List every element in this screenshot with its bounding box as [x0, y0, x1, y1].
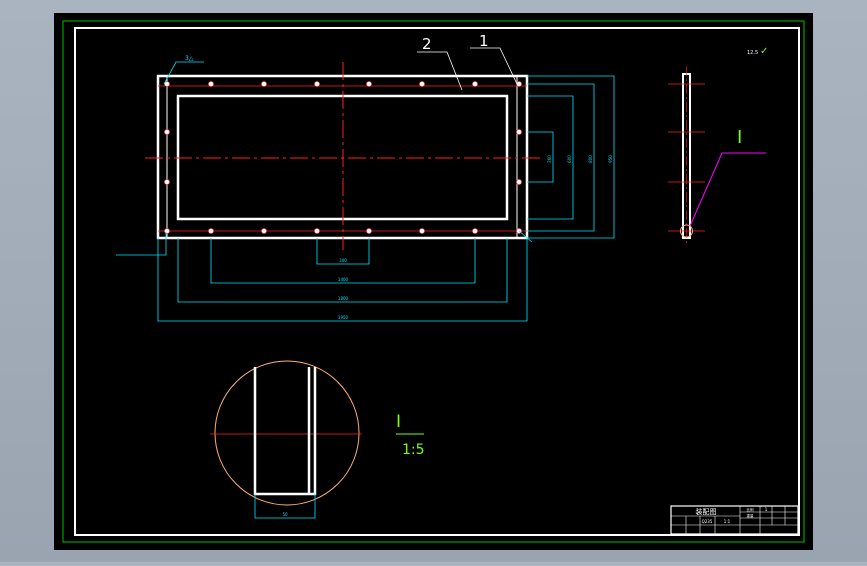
dim-line-span	[210, 238, 476, 284]
dim-text-right-1: 360	[547, 155, 552, 163]
bolt-hole	[208, 81, 214, 87]
bolt-hole	[516, 129, 522, 135]
detail-scale: 1:5	[402, 442, 425, 458]
detail-view-label: I	[396, 412, 401, 432]
front-view: 300 1400 1800 1950 360 600 800 950 2 1	[116, 32, 615, 322]
dim-text-overall: 1950	[338, 315, 349, 320]
tb-extra-3: 重量	[747, 513, 755, 518]
weld-leader-bottom	[116, 232, 167, 256]
leader-part-2	[417, 51, 463, 91]
weld-leader-right	[518, 230, 533, 243]
bolt-hole	[516, 179, 522, 185]
dim-line-overall	[157, 238, 528, 322]
tb-scale-text: 1:1	[724, 519, 731, 524]
dim-text-right-3: 800	[588, 155, 593, 163]
bolt-hole	[472, 81, 478, 87]
leader-part-1	[470, 47, 518, 85]
detail-circle-marker	[680, 224, 693, 238]
detail-leader	[689, 152, 766, 227]
dim-line-inner	[177, 238, 508, 303]
dim-line-right-4	[527, 75, 615, 239]
dim-text-inner: 1800	[338, 296, 349, 301]
bolt-hole	[516, 81, 522, 87]
weld-leader-top	[163, 61, 204, 85]
dim-line-right-3	[527, 83, 595, 232]
detail-channel	[253, 367, 317, 496]
dim-line-right-2	[527, 95, 574, 220]
detail-label: I	[737, 127, 742, 148]
drawing-sheet	[54, 13, 813, 550]
bolt-hole	[164, 129, 170, 135]
side-view: I	[668, 66, 766, 246]
tb-extra-1: 1	[765, 507, 768, 512]
bolt-hole	[419, 81, 425, 87]
balloon-part-2: 2	[422, 35, 432, 53]
tb-extra-2: 比例	[747, 507, 755, 512]
bolt-hole	[164, 228, 170, 234]
tb-material: Q235	[702, 519, 713, 524]
tb-title: 装配图	[696, 507, 717, 516]
detail-boundary-circle	[214, 360, 360, 506]
inner-border	[74, 27, 800, 536]
dim-text-right-4: 950	[608, 155, 613, 163]
title-block-frame	[670, 505, 799, 535]
detail-view: 50 I 1:5	[210, 360, 425, 519]
outer-border	[62, 20, 805, 543]
dim-line-right-1	[527, 131, 554, 183]
bolt-hole	[419, 228, 425, 234]
dim-text-span: 1400	[338, 277, 349, 282]
roughness-symbol-icon: ✓	[760, 46, 768, 57]
bolt-hole	[366, 228, 372, 234]
bolt-hole	[314, 81, 320, 87]
dim-text-pitch: 300	[339, 258, 347, 263]
dim-text-right-2: 600	[567, 155, 572, 163]
dim-line-pitch	[316, 238, 370, 265]
weld-note-top: 3△	[185, 55, 194, 62]
detail-dim-text: 50	[282, 512, 288, 517]
bolt-hole	[472, 228, 478, 234]
bolt-hole	[314, 228, 320, 234]
bolt-hole	[366, 81, 372, 87]
balloon-part-1: 1	[479, 32, 489, 50]
detail-dim-line	[254, 494, 316, 519]
bolt-hole	[208, 228, 214, 234]
title-block: 装配图 Q235 1:1 1 比例 重量	[670, 505, 799, 535]
bolt-hole	[261, 228, 267, 234]
bolt-hole	[261, 81, 267, 87]
roughness-value: 12.5	[747, 50, 758, 56]
bolt-hole	[164, 179, 170, 185]
